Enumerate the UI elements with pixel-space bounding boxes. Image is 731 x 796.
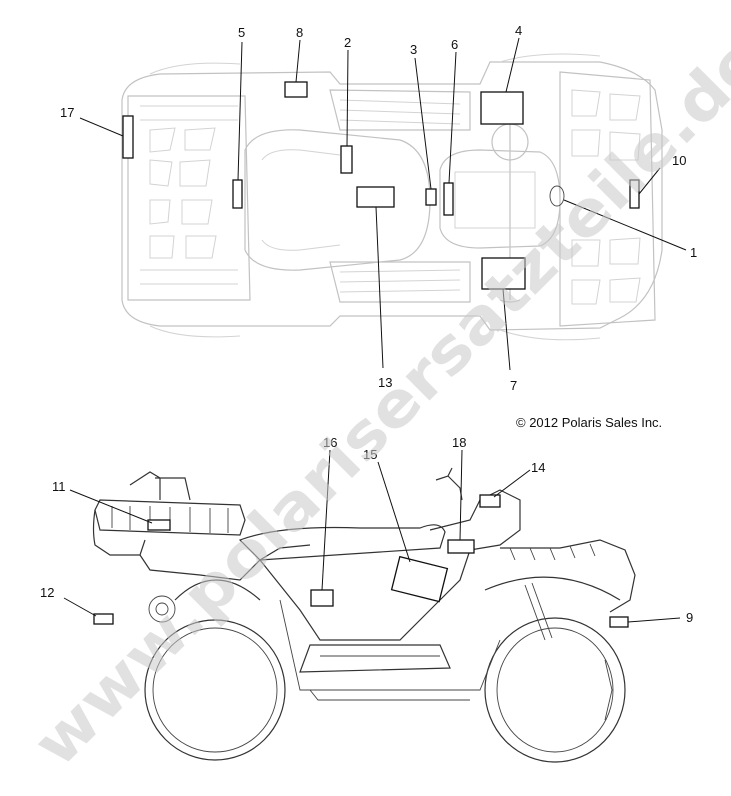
side-view-leaders	[63, 449, 681, 623]
decal-13	[356, 186, 395, 208]
decal-17	[122, 115, 134, 159]
decal-6	[443, 182, 454, 216]
callout-10: 10	[672, 153, 686, 168]
decal-14	[479, 494, 501, 508]
decal-3	[425, 188, 437, 206]
decal-4	[480, 91, 524, 125]
top-view-leaders	[79, 37, 687, 371]
callout-15: 15	[363, 447, 377, 462]
callout-16: 16	[323, 435, 337, 450]
decal-5	[232, 179, 243, 209]
callout-9: 9	[686, 610, 693, 625]
decal-18	[447, 539, 475, 554]
callout-13: 13	[378, 375, 392, 390]
callout-8: 8	[296, 25, 303, 40]
callout-4: 4	[515, 23, 522, 38]
decal-11	[147, 519, 171, 531]
decal-8	[284, 81, 308, 98]
callout-6: 6	[451, 37, 458, 52]
decal-7	[481, 257, 526, 290]
decal-9	[609, 616, 629, 628]
decal-15	[390, 555, 449, 603]
callout-2: 2	[344, 35, 351, 50]
callout-18: 18	[452, 435, 466, 450]
top-view-vehicle	[121, 53, 663, 341]
callout-7: 7	[510, 378, 517, 393]
side-view-decals	[93, 494, 629, 628]
callout-17: 17	[60, 105, 74, 120]
side-view-callouts: 11 12 16 15 18 14 9	[40, 435, 693, 625]
callout-3: 3	[410, 42, 417, 57]
callout-12: 12	[40, 585, 54, 600]
copyright-text: © 2012 Polaris Sales Inc.	[516, 415, 662, 430]
top-view-callouts: 17 5 8 2 3 6 4 10 1 7 13	[60, 23, 697, 393]
callout-14: 14	[531, 460, 545, 475]
side-view-vehicle	[92, 467, 636, 763]
decal-2	[340, 145, 353, 174]
decal-12	[93, 613, 114, 625]
top-view-decals	[122, 81, 640, 290]
callout-1: 1	[690, 245, 697, 260]
decal-16	[310, 589, 334, 607]
callout-11: 11	[52, 479, 66, 494]
callout-5: 5	[238, 25, 245, 40]
